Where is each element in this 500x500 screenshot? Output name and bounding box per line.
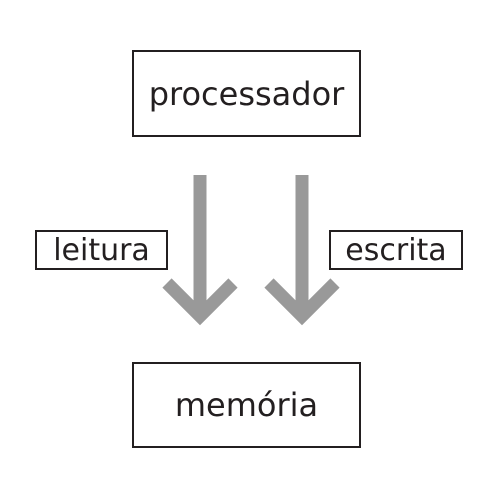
memory-box: memória xyxy=(132,362,361,448)
processor-box: processador xyxy=(132,50,361,137)
memory-label: memória xyxy=(174,386,319,424)
read-label: leitura xyxy=(53,232,150,268)
write-arrow xyxy=(264,175,340,326)
read-arrow xyxy=(162,175,238,326)
write-label: escrita xyxy=(345,232,447,268)
read-label-box: leitura xyxy=(35,230,168,270)
processor-label: processador xyxy=(148,74,345,113)
write-label-box: escrita xyxy=(329,230,463,270)
